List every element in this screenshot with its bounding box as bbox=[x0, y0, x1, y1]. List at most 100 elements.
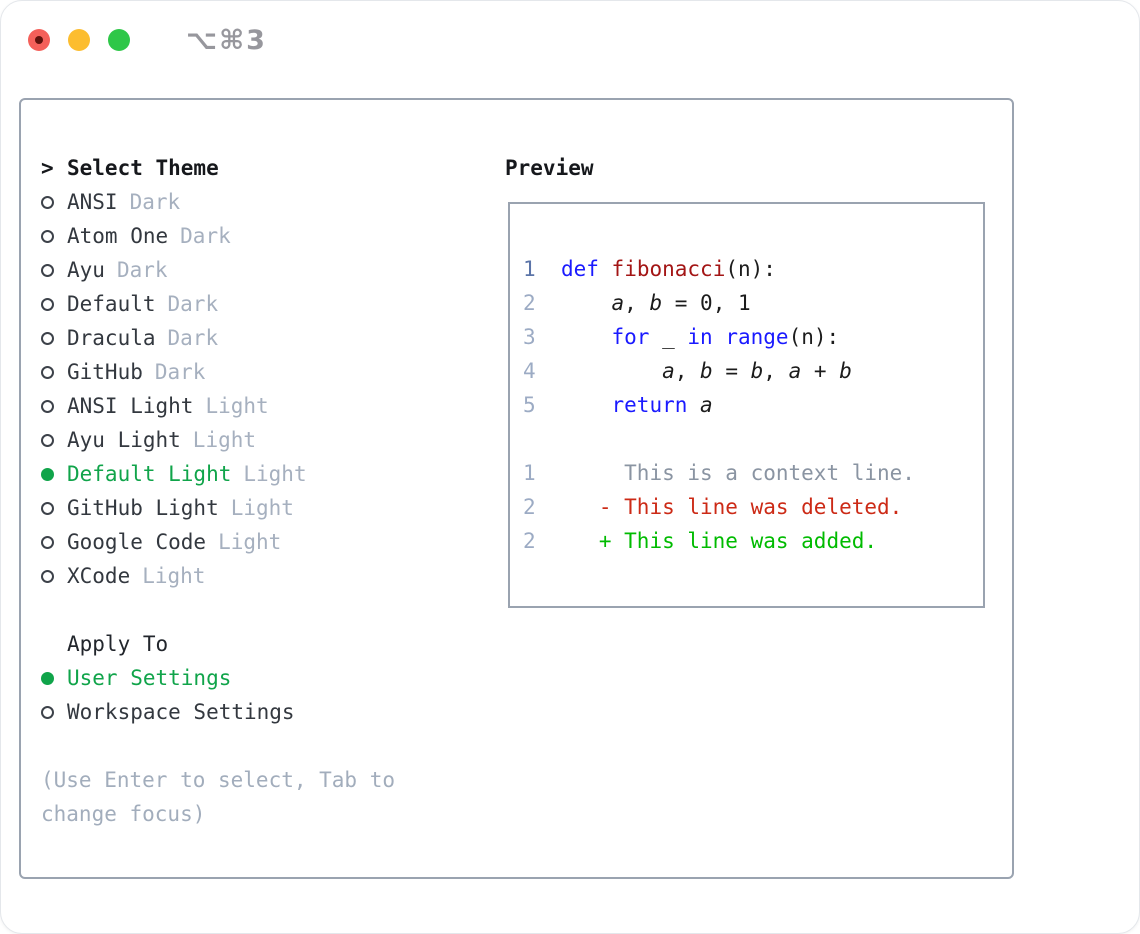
code-line: 5 return a bbox=[523, 388, 915, 422]
code-token bbox=[687, 393, 700, 417]
theme-variant: Light bbox=[218, 530, 282, 554]
select-theme-header-row: > Select Theme bbox=[41, 151, 395, 185]
code-token: 1 bbox=[523, 257, 536, 281]
minimize-button-icon[interactable] bbox=[68, 29, 90, 51]
code-line: 1 This is a context line. bbox=[523, 456, 915, 490]
radio-icon[interactable] bbox=[41, 229, 54, 243]
code-line: 3 for _ in range(n): bbox=[523, 320, 915, 354]
radio-icon[interactable] bbox=[41, 433, 54, 447]
radio-icon[interactable] bbox=[41, 263, 54, 277]
theme-name: XCode bbox=[67, 564, 131, 588]
theme-variant: Dark bbox=[154, 360, 206, 384]
code-token: for bbox=[611, 325, 650, 349]
theme-variant: Dark bbox=[180, 224, 231, 248]
code-token: (n): bbox=[725, 257, 776, 281]
radio-icon[interactable] bbox=[41, 195, 54, 209]
preview-title: Preview bbox=[505, 156, 594, 180]
code-token: = 0, 1 bbox=[662, 291, 751, 315]
apply-to-title: Apply To bbox=[67, 632, 169, 656]
theme-name: GitHub Light bbox=[67, 496, 219, 520]
radio-selected-icon[interactable] bbox=[41, 671, 54, 685]
theme-variant: Dark bbox=[167, 326, 219, 350]
code-token: 4 bbox=[523, 359, 536, 383]
apply-to-item[interactable]: Workspace Settings bbox=[41, 695, 395, 729]
code-token: , bbox=[763, 359, 789, 383]
code-line: 2 - This line was deleted. bbox=[523, 490, 915, 524]
close-button-icon[interactable] bbox=[28, 29, 50, 51]
theme-item[interactable]: GitHub Light Light bbox=[41, 491, 395, 525]
code-line bbox=[523, 422, 915, 456]
code-token bbox=[536, 291, 612, 315]
titlebar: ⌥⌘3 bbox=[28, 25, 267, 56]
code-token bbox=[536, 325, 612, 349]
code-token: def bbox=[560, 257, 599, 281]
code-token: , bbox=[624, 291, 650, 315]
radio-icon[interactable] bbox=[41, 365, 54, 379]
code-token: - This line was deleted. bbox=[535, 495, 903, 519]
code-token: 2 bbox=[523, 291, 536, 315]
radio-icon[interactable] bbox=[41, 297, 54, 311]
theme-item[interactable]: Ayu Light Light bbox=[41, 423, 395, 457]
theme-variant: Light bbox=[192, 428, 257, 452]
code-token: a bbox=[611, 291, 625, 315]
hint-line: (Use Enter to select, Tab to bbox=[41, 768, 396, 792]
radio-icon[interactable] bbox=[41, 331, 54, 345]
code-token: 3 bbox=[523, 325, 536, 349]
select-theme-title: Select Theme bbox=[67, 156, 219, 180]
code-token bbox=[536, 393, 612, 417]
zoom-button-icon[interactable] bbox=[108, 29, 130, 51]
code-token bbox=[536, 359, 662, 383]
code-token: in bbox=[687, 325, 713, 349]
radio-icon[interactable] bbox=[41, 705, 54, 719]
apply-to-header-row: Apply To bbox=[41, 627, 395, 661]
theme-name: Ayu bbox=[67, 258, 105, 282]
prompt-caret-icon: > bbox=[41, 156, 54, 180]
code-token: (n): bbox=[788, 325, 840, 349]
code-token: fibonacci bbox=[611, 257, 726, 281]
radio-selected-icon[interactable] bbox=[41, 467, 54, 481]
window-shortcut-label: ⌥⌘3 bbox=[186, 24, 267, 56]
code-token: 2 bbox=[523, 495, 536, 519]
radio-icon[interactable] bbox=[41, 399, 54, 413]
code-token: range bbox=[725, 325, 789, 349]
code-token: b bbox=[649, 291, 663, 315]
code-token bbox=[599, 257, 612, 281]
code-token: 1 bbox=[523, 461, 536, 485]
code-token: a bbox=[788, 359, 802, 383]
radio-icon[interactable] bbox=[41, 535, 54, 549]
radio-icon[interactable] bbox=[41, 501, 54, 515]
theme-name: Ayu Light bbox=[67, 428, 181, 452]
code-token: b bbox=[839, 359, 852, 383]
theme-variant: Light bbox=[230, 496, 294, 520]
code-token: 2 bbox=[523, 529, 536, 553]
code-token: a bbox=[662, 359, 675, 383]
code-token: , bbox=[674, 359, 701, 383]
code-line: 1 def fibonacci(n): bbox=[523, 252, 915, 286]
apply-to-item[interactable]: User Settings bbox=[41, 661, 395, 695]
theme-variant: Light bbox=[243, 462, 307, 486]
theme-name: ANSI bbox=[67, 190, 118, 214]
apply-target-label: User Settings bbox=[67, 666, 232, 690]
code-token: 5 bbox=[523, 393, 536, 417]
radio-icon[interactable] bbox=[41, 569, 54, 583]
code-token: + bbox=[801, 359, 840, 383]
spacer-row bbox=[41, 729, 395, 763]
code-token: b bbox=[750, 359, 764, 383]
